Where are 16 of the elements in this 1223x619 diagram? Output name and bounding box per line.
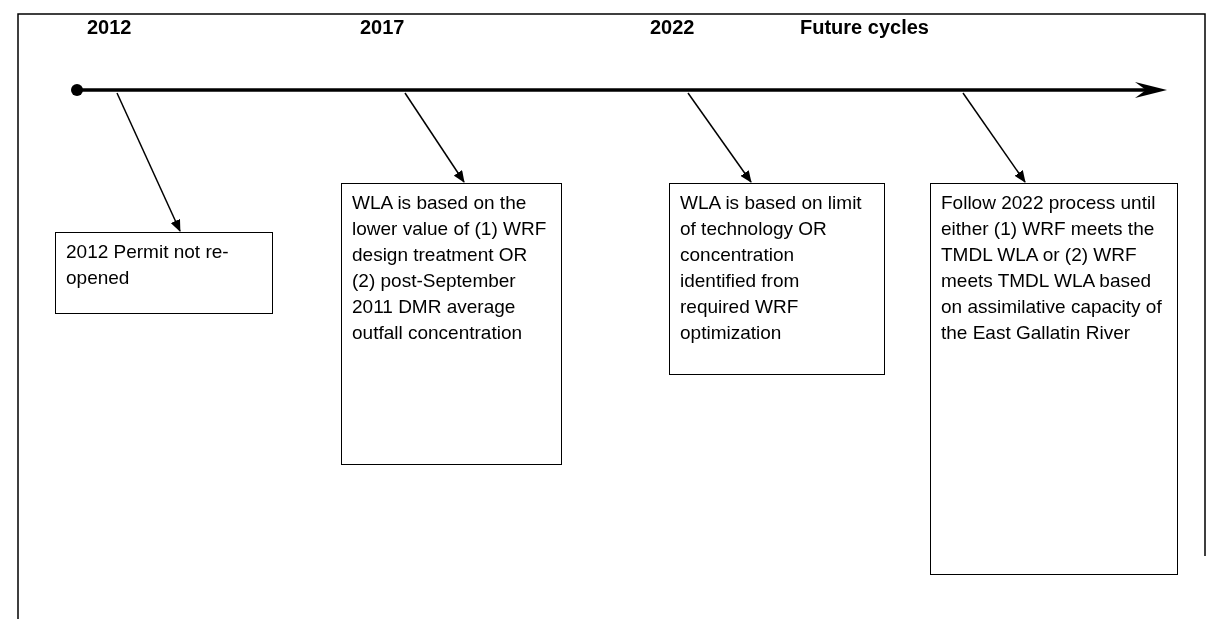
text-box [930,183,1178,575]
box-text: 2012 Permit not re-opened [66,240,230,290]
text-box [55,232,273,314]
box-text: WLA is based on limit of technology OR concentration identified from required WRF optimization [680,191,863,345]
box-text: WLA is based on the lower value of (1) WRF design treatment OR (2) post-September 2011 DMR average outfall concentration [352,191,548,345]
timeline-label: 2012 [87,16,132,39]
timeline-label: Future cycles [800,16,929,39]
arrow [687,92,752,183]
arrow [962,92,1026,183]
timeline-label: 2022 [650,16,695,39]
text-box [669,183,885,375]
arrow [116,92,181,232]
text-box [341,183,562,465]
arrow [404,92,465,183]
timeline-label: 2017 [360,16,405,39]
box-text: Follow 2022 process until either (1) WRF meets the TMDL WLA or (2) WRF meets TMDL WLA based on assimilative capacity of the East Gallatin River [941,191,1163,345]
